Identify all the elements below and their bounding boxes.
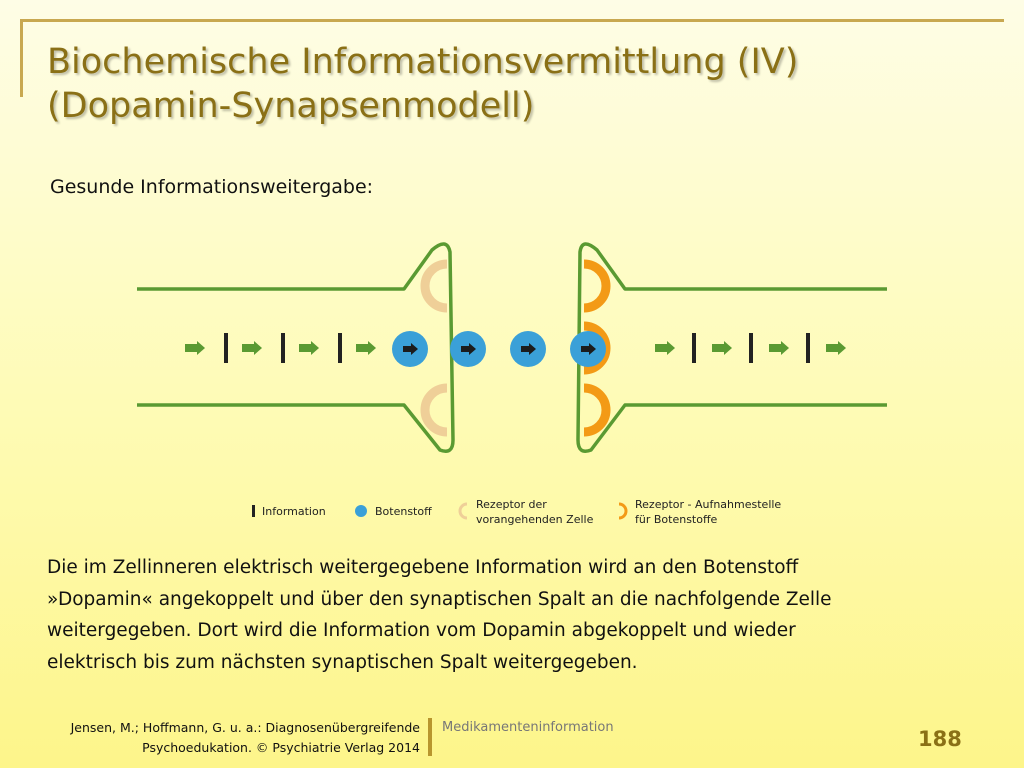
legend-receptor-post-icon [618, 502, 628, 520]
description-paragraph: Die im Zellinneren elektrisch weitergege… [47, 557, 832, 673]
information-bar [749, 333, 753, 363]
information-bar [806, 333, 810, 363]
signal-arrow-icon [769, 341, 789, 355]
information-bar [224, 333, 228, 363]
receptor-post-top [583, 259, 611, 313]
receptor-post-middle [583, 321, 611, 375]
receptor-pre-top [420, 259, 448, 313]
legend-receptor-post-label: Rezeptor - Aufnahmestelle für Botenstoff… [635, 498, 782, 526]
receptor-pre-bottom [420, 383, 448, 437]
legend-botenstoff-label: Botenstoff [375, 505, 432, 518]
signal-arrow-icon [655, 341, 675, 355]
page-number: 188 [918, 727, 962, 751]
title-line-1: Biochemische Informationsvermittlung (IV… [47, 42, 799, 82]
legend-information-label: Information [262, 505, 326, 518]
footer-citation: Jensen, M.; Hoffmann, G. u. a.: Diagnose… [70, 720, 420, 755]
footer-section-label: Medikamenteninformation [442, 720, 614, 735]
signal-arrow-icon [242, 341, 262, 355]
information-bar [692, 333, 696, 363]
legend-botenstoff-icon [355, 505, 367, 517]
receptor-post-bottom [583, 383, 611, 437]
signal-arrow-icon [185, 341, 205, 355]
subtitle: Gesunde Informationsweitergabe: [50, 176, 374, 198]
signal-arrow-icon [826, 341, 846, 355]
frame-left-line [20, 19, 23, 97]
legend-receptor-pre-icon [458, 502, 468, 520]
information-bar [281, 333, 285, 363]
signal-arrow-icon [712, 341, 732, 355]
legend-receptor-pre-label: Rezeptor der vorangehenden Zelle [476, 498, 594, 526]
title-line-2: (Dopamin-Synapsenmodell) [47, 86, 535, 126]
frame-top-line [20, 19, 1004, 22]
information-bar [338, 333, 342, 363]
signal-arrow-icon [356, 341, 376, 355]
footer-separator [428, 718, 432, 756]
legend-information-icon [252, 505, 255, 517]
page-title: Biochemische Informationsvermittlung (IV… [47, 40, 987, 128]
signal-arrow-icon [299, 341, 319, 355]
